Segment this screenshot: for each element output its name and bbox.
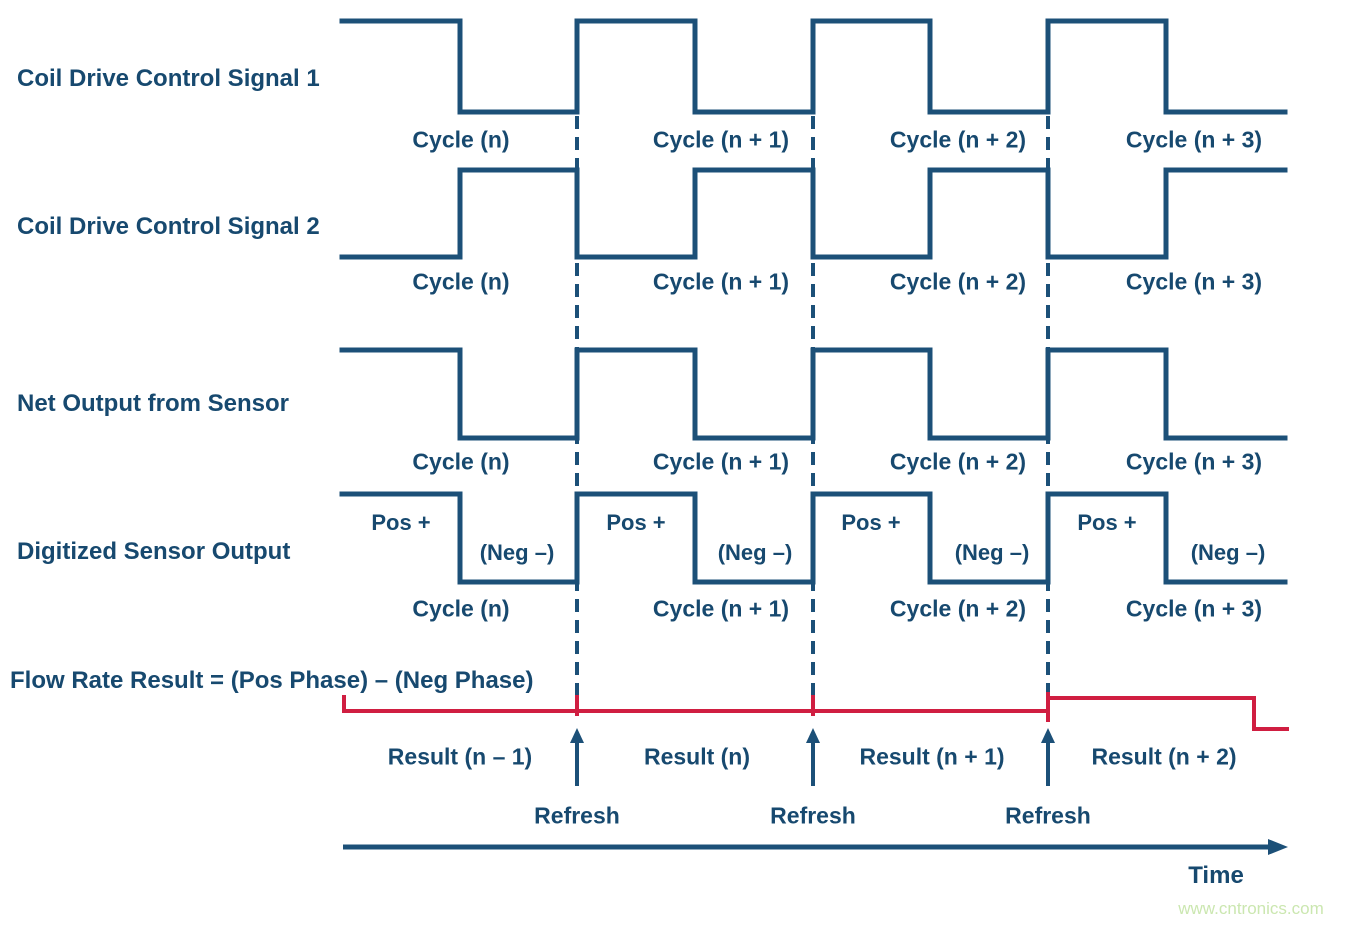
- cycle-label: Cycle (n + 2): [889, 268, 1027, 295]
- result-label: Result (n + 1): [859, 743, 1005, 770]
- result-label: Result (n + 2): [1091, 743, 1237, 770]
- net-output-wave: [339, 347, 1288, 441]
- refresh-label: Refresh: [534, 802, 620, 829]
- row-label-coil-drive-1: Coil Drive Control Signal 1: [17, 65, 320, 92]
- time-axis-arrowhead-icon: [1268, 839, 1288, 855]
- refresh-label: Refresh: [1005, 802, 1091, 829]
- cycle-label: Cycle (n + 2): [889, 595, 1027, 622]
- cycle-label: Cycle (n + 1): [652, 126, 790, 153]
- result-label: Result (n – 1): [387, 743, 533, 770]
- coil-drive-1-wave: [339, 18, 1288, 115]
- cycle-label: Cycle (n): [412, 448, 510, 475]
- coil-drive-2-wave: [339, 167, 1288, 260]
- cycle-label: Cycle (n): [412, 595, 510, 622]
- digitized-wave: [339, 491, 1288, 585]
- cycle-label: Cycle (n + 1): [652, 448, 790, 475]
- refresh-label: Refresh: [770, 802, 856, 829]
- pos-phase-label: Pos +: [841, 510, 901, 535]
- cycle-label: Cycle (n + 3): [1125, 126, 1263, 153]
- cycle-label: Cycle (n + 1): [652, 268, 790, 295]
- cycle-separator-dashed-lines: [575, 116, 1050, 700]
- pos-phase-label: Pos +: [606, 510, 666, 535]
- result-label: Result (n): [643, 743, 751, 770]
- refresh-arrowhead-icon: [1041, 728, 1055, 743]
- time-axis: [343, 839, 1288, 855]
- flow-rate-result-line: [342, 692, 1289, 731]
- neg-phase-label: (Neg –): [1190, 540, 1266, 565]
- watermark: www.cntronics.com: [1178, 899, 1324, 918]
- neg-phase-label: (Neg –): [954, 540, 1030, 565]
- row-label-net-output: Net Output from Sensor: [17, 390, 290, 417]
- cycle-label: Cycle (n + 2): [889, 126, 1027, 153]
- cycle-label: Cycle (n + 3): [1125, 448, 1263, 475]
- time-axis-label: Time: [1188, 862, 1244, 889]
- pos-phase-label: Pos +: [371, 510, 431, 535]
- refresh-arrowhead-icon: [570, 728, 584, 743]
- signal-waveforms: [339, 18, 1288, 585]
- row-label-digitized-output: Digitized Sensor Output: [17, 538, 291, 565]
- cycle-label: Cycle (n + 3): [1125, 595, 1263, 622]
- neg-phase-label: (Neg –): [479, 540, 555, 565]
- cycle-label: Cycle (n + 3): [1125, 268, 1263, 295]
- refresh-arrows: [570, 728, 1055, 786]
- neg-phase-label: (Neg –): [717, 540, 793, 565]
- cycle-label: Cycle (n + 1): [652, 595, 790, 622]
- row-label-coil-drive-2: Coil Drive Control Signal 2: [17, 213, 320, 240]
- cycle-label: Cycle (n): [412, 268, 510, 295]
- flow-rate-equation-label: Flow Rate Result = (Pos Phase) – (Neg Ph…: [10, 667, 534, 694]
- cycle-label: Cycle (n + 2): [889, 448, 1027, 475]
- pos-phase-label: Pos +: [1077, 510, 1137, 535]
- cycle-label: Cycle (n): [412, 126, 510, 153]
- refresh-arrowhead-icon: [806, 728, 820, 743]
- flow-rate-trace: [342, 695, 1289, 731]
